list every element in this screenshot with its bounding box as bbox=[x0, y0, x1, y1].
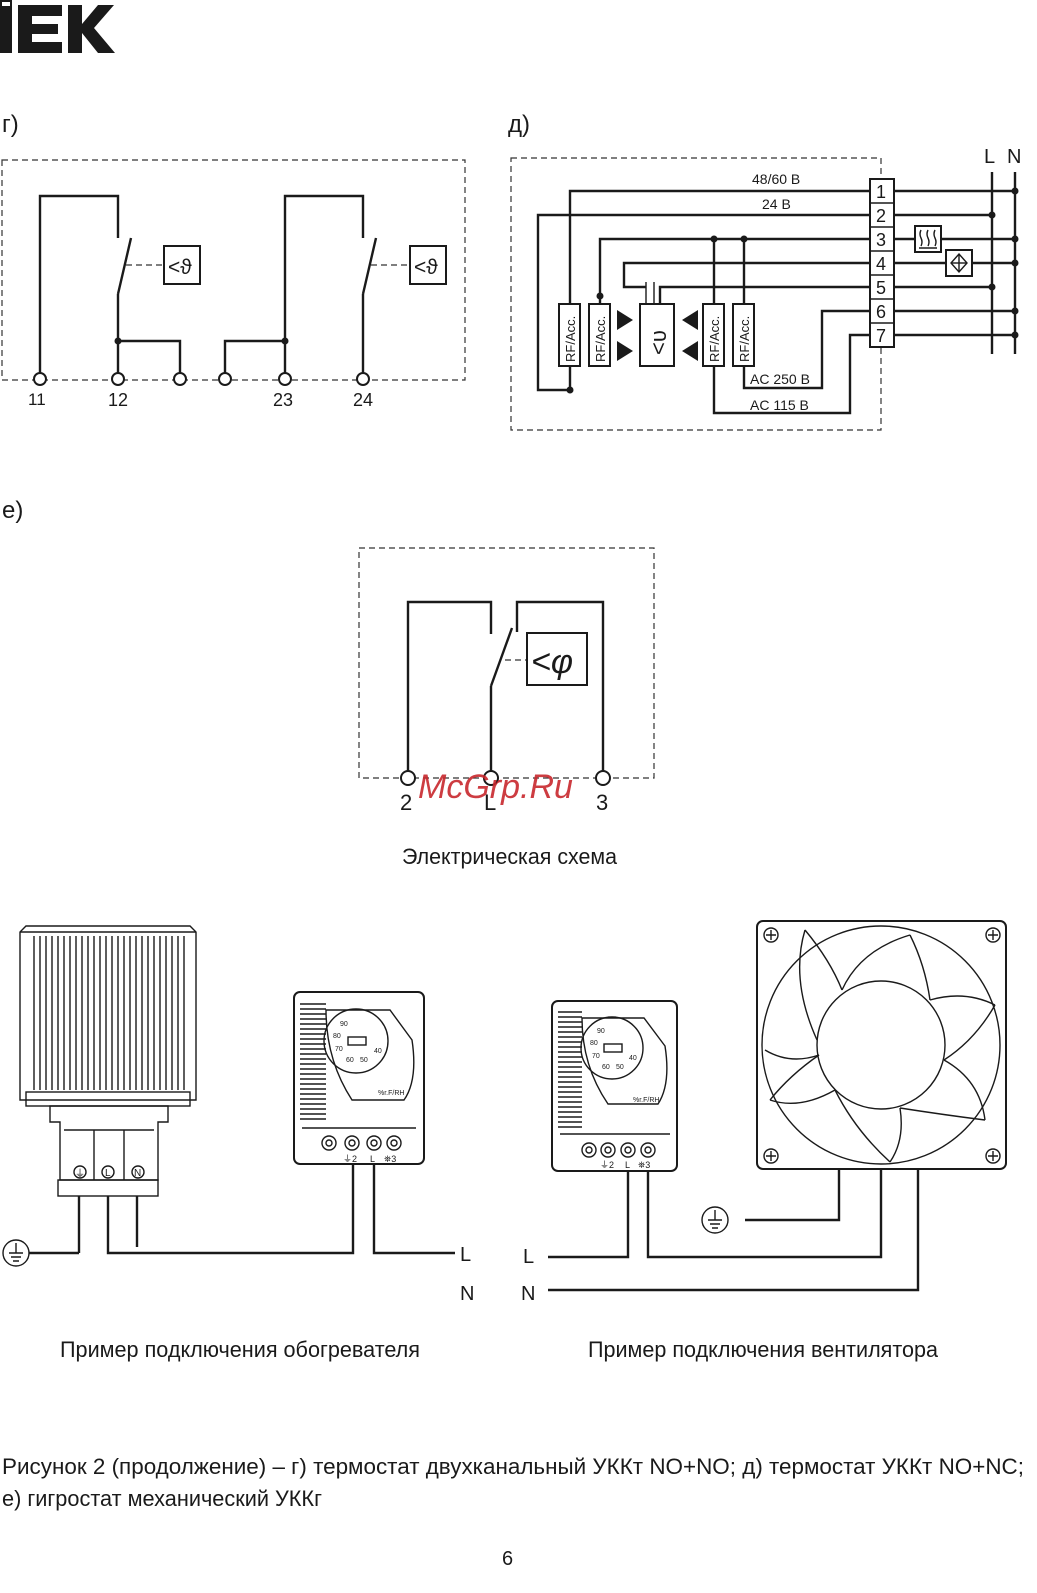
panel-e-label: е) bbox=[2, 497, 23, 524]
heater-term-L: L bbox=[105, 1168, 111, 1179]
dev2-scale-80: 80 bbox=[590, 1040, 598, 1047]
block-terminal-6: 6 bbox=[876, 302, 886, 322]
block-terminal-2: 2 bbox=[876, 206, 886, 226]
heater-icon bbox=[914, 225, 942, 253]
dev1-scale-70: 70 bbox=[335, 1046, 343, 1053]
arrow-right-1 bbox=[617, 310, 633, 330]
humidity-sensor-box bbox=[526, 632, 588, 686]
dev1-term-3: ⛯3 bbox=[384, 1154, 396, 1164]
arrow-left-2 bbox=[682, 341, 698, 361]
dev2-scale-70: 70 bbox=[592, 1053, 600, 1060]
rf-module-3-label: RF/Acc. bbox=[707, 316, 722, 362]
watermark: McGrp.Ru bbox=[418, 768, 573, 806]
thermo-sensor-d-symbol: <υ bbox=[646, 330, 671, 355]
dev2-scale-40: 40 bbox=[629, 1055, 637, 1062]
ground-symbol-2 bbox=[701, 1206, 729, 1234]
arrow-right-2 bbox=[617, 341, 633, 361]
fan-icon bbox=[945, 249, 973, 277]
panel-g-label: г) bbox=[2, 111, 19, 138]
panel-d-label: д) bbox=[508, 111, 530, 138]
dev1-scale-90: 90 bbox=[340, 1021, 348, 1028]
rf-module-1-label: RF/Acc. bbox=[563, 316, 578, 362]
heater-line-N: N bbox=[460, 1283, 474, 1305]
dev2-term-L: L bbox=[625, 1160, 630, 1170]
rf-module-4: RF/Acc. bbox=[732, 303, 755, 367]
thermo-sensor-1-box bbox=[163, 245, 201, 285]
dev2-scale-50: 50 bbox=[616, 1064, 624, 1071]
dev2-scale-90: 90 bbox=[597, 1028, 605, 1035]
arrow-left-1 bbox=[682, 310, 698, 330]
fan-device bbox=[756, 920, 1007, 1170]
heater-term-N: N bbox=[134, 1168, 141, 1179]
dev1-scale-40: 40 bbox=[374, 1048, 382, 1055]
rf-module-2-label: RF/Acc. bbox=[593, 316, 608, 362]
dev1-scale-50: 50 bbox=[360, 1057, 368, 1064]
terminal-label-11: 11 bbox=[28, 390, 46, 409]
page-number: 6 bbox=[502, 1548, 513, 1570]
hygrostat-device-1: 90 80 70 60 50 40 %r.F/RH ⏚2 L ⛯3 bbox=[293, 991, 425, 1165]
figure-caption-line-2: е) гигростат механический УККг bbox=[2, 1486, 322, 1511]
figure-caption-line-1: Рисунок 2 (продолжение) – г) термостат д… bbox=[2, 1454, 1024, 1479]
voltage-48-60: 48/60 В bbox=[752, 171, 800, 187]
block-terminal-3: 3 bbox=[876, 230, 886, 250]
hygro-terminal-L: L bbox=[484, 790, 496, 815]
heater-line-L: L bbox=[460, 1244, 471, 1266]
dev1-term-2: ⏚2 bbox=[343, 1154, 357, 1164]
fan-connection-example: 90 80 70 60 50 40 %r.F/RH ⏚2 L ⛯3 bbox=[521, 920, 1007, 1362]
dev2-unit: %r.F/RH bbox=[633, 1097, 659, 1104]
bus-label-N: N bbox=[1007, 146, 1021, 168]
heater-term-pe: ⏚ bbox=[75, 1168, 85, 1180]
hygro-terminal-3: 3 bbox=[596, 790, 608, 815]
humidity-sensor-symbol: <φ bbox=[531, 643, 573, 681]
block-terminal-7: 7 bbox=[876, 326, 886, 346]
panel-d-thermostat-no-nc: д) 1 2 3 4 5 6 7 L N bbox=[508, 111, 1021, 431]
fan-line-L: L bbox=[523, 1246, 534, 1268]
terminal-label-24: 24 bbox=[353, 390, 373, 410]
dev1-scale-60: 60 bbox=[346, 1057, 354, 1064]
panel-g-thermostat-no-no: г) <ϑ <ϑ 11 12 23 24 bbox=[1, 111, 466, 410]
block-terminal-4: 4 bbox=[876, 254, 886, 274]
rf-module-1: RF/Acc. bbox=[558, 303, 581, 367]
rf-module-3: RF/Acc. bbox=[702, 303, 725, 367]
dev2-term-3: ⛯3 bbox=[638, 1160, 650, 1170]
terminal-label-23: 23 bbox=[273, 390, 293, 410]
thermo-sensor-2-box bbox=[409, 245, 447, 285]
hygrostat-device-2: 90 80 70 60 50 40 %r.F/RH ⏚2 L ⛯3 bbox=[551, 1000, 678, 1172]
thermo-sensor-2-symbol: <ϑ bbox=[414, 256, 438, 279]
rf-module-2: RF/Acc. bbox=[588, 303, 611, 367]
rf-module-4-label: RF/Acc. bbox=[737, 316, 752, 362]
terminal-label-12: 12 bbox=[108, 390, 128, 410]
heater-device: ⏚ L N bbox=[19, 925, 197, 1197]
panel-e-hygrostat: е) <φ 2 L 3 McGrp.Ru Электрическая схема bbox=[2, 497, 655, 869]
fan-line-N: N bbox=[521, 1283, 535, 1305]
ground-symbol-1 bbox=[2, 1239, 30, 1267]
block-terminal-1: 1 bbox=[876, 182, 886, 202]
voltage-24: 24 В bbox=[762, 196, 791, 212]
dev1-term-L: L bbox=[370, 1154, 375, 1164]
voltage-ac115: AC 115 В bbox=[750, 397, 809, 413]
terminal-block: 1 2 3 4 5 6 7 bbox=[869, 178, 895, 348]
block-terminal-5: 5 bbox=[876, 278, 886, 298]
fan-example-caption: Пример подключения вентилятора bbox=[588, 1337, 939, 1362]
electrical-scheme-caption: Электрическая схема bbox=[402, 844, 618, 869]
iek-logo bbox=[0, 0, 115, 53]
voltage-ac250: AC 250 В bbox=[750, 371, 810, 387]
thermo-sensor-d-box bbox=[639, 303, 675, 367]
dev1-scale-80: 80 bbox=[333, 1033, 341, 1040]
bus-label-L: L bbox=[984, 146, 995, 168]
dev2-term-2: ⏚2 bbox=[600, 1160, 614, 1170]
hygro-terminal-2: 2 bbox=[400, 790, 412, 815]
dev2-scale-60: 60 bbox=[602, 1064, 610, 1071]
thermo-sensor-1-symbol: <ϑ bbox=[168, 256, 192, 279]
heater-connection-example: ⏚ L N 90 80 70 60 50 40 %r.F/RH ⏚2 L bbox=[2, 925, 474, 1362]
heater-example-caption: Пример подключения обогревателя bbox=[60, 1337, 420, 1362]
dev1-unit: %r.F/RH bbox=[378, 1090, 404, 1097]
